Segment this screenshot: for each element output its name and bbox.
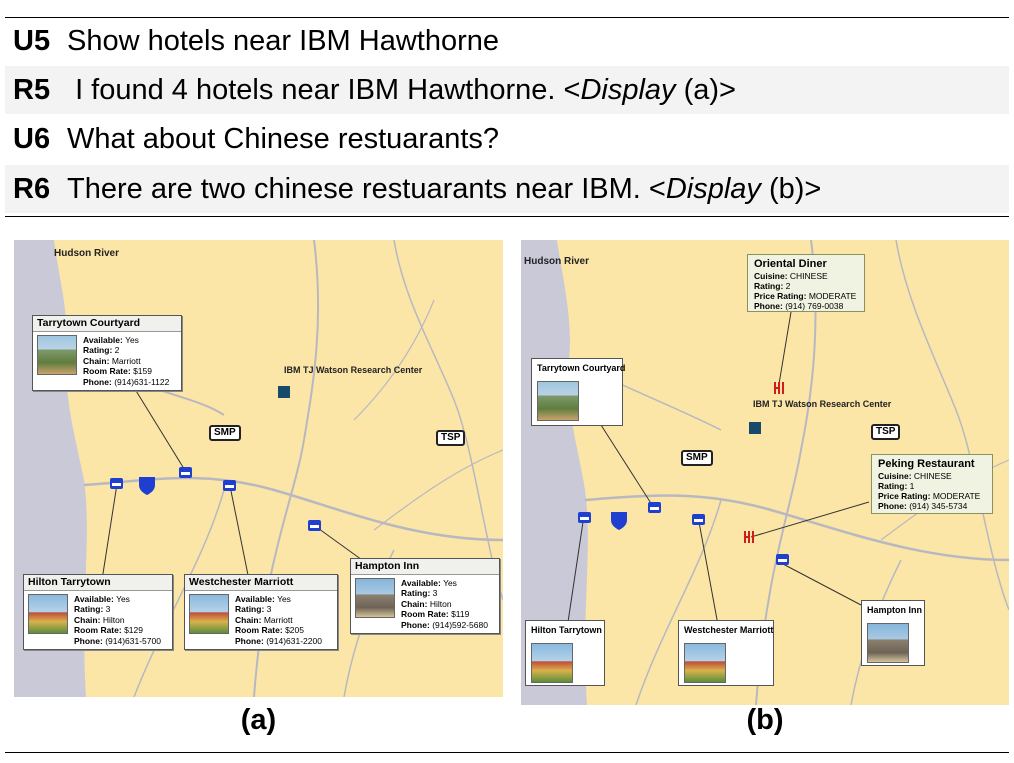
restaurant-name: Peking Restaurant bbox=[878, 458, 975, 470]
utterance-text: I found 4 hotels near IBM Hawthorne. <Di… bbox=[75, 73, 736, 106]
route-shield-tsp: TSP bbox=[871, 424, 901, 440]
ibm-center-label: IBM TJ Watson Research Center bbox=[753, 399, 892, 409]
restaurant-icon bbox=[774, 382, 784, 394]
map-panel-a[interactable]: Hudson River IBM TJ Watson Research Cent… bbox=[14, 240, 503, 697]
hotel-photo bbox=[867, 623, 909, 663]
hotel-callout[interactable]: Hampton Inn Available: Yes Rating: 3 Cha… bbox=[350, 558, 500, 634]
speaker-label: U6 bbox=[13, 122, 51, 155]
dialog-row-r5: R5 I found 4 hotels near IBM Hawthorne. … bbox=[5, 66, 1009, 114]
speaker-label: R5 bbox=[13, 73, 51, 106]
hotel-name: Hampton Inn bbox=[867, 605, 922, 615]
route-shield-smp: SMP bbox=[209, 425, 241, 441]
hotel-icon bbox=[692, 514, 705, 525]
hotel-photo bbox=[189, 593, 229, 634]
restaurant-callout[interactable]: Peking Restaurant Cuisine: CHINESE Ratin… bbox=[871, 454, 993, 514]
bottom-rule bbox=[5, 752, 1009, 753]
restaurant-name: Oriental Diner bbox=[754, 258, 827, 270]
hotel-icon bbox=[308, 520, 321, 531]
river-label: Hudson River bbox=[524, 256, 590, 267]
top-rule bbox=[5, 17, 1009, 18]
hotel-box[interactable]: Westchester Marriott bbox=[678, 620, 774, 686]
restaurant-callout[interactable]: Oriental Diner Cuisine: CHINESE Rating: … bbox=[747, 254, 865, 312]
hotel-box[interactable]: Tarrytown Courtyard bbox=[531, 358, 626, 426]
ibm-marker-icon bbox=[278, 386, 290, 398]
hotel-name: Tarrytown Courtyard bbox=[33, 316, 181, 332]
interstate-shield-icon bbox=[139, 477, 155, 495]
speaker-label: U5 bbox=[13, 24, 51, 57]
hotel-icon bbox=[110, 478, 123, 489]
dialog-row-r6: R6 There are two chinese restuarants nea… bbox=[5, 165, 1009, 213]
caption-a: (a) bbox=[240, 704, 277, 736]
hotel-icon bbox=[223, 480, 236, 491]
dialog-row-u6: U6 What about Chinese restuarants? bbox=[5, 115, 1009, 163]
hotel-name: Hampton Inn bbox=[351, 559, 499, 575]
speaker-label: R6 bbox=[13, 172, 51, 205]
hotel-callout[interactable]: Hilton Tarrytown Available: Yes Rating: … bbox=[23, 574, 173, 650]
hotel-icon bbox=[179, 467, 192, 478]
hotel-name: Westchester Marriott bbox=[185, 575, 337, 591]
hotel-name: Hilton Tarrytown bbox=[24, 575, 172, 591]
hotel-photo bbox=[28, 593, 68, 634]
route-shield-smp: SMP bbox=[681, 450, 713, 466]
interstate-shield-icon bbox=[611, 512, 627, 530]
river-label: Hudson River bbox=[54, 248, 120, 259]
hotel-name: Tarrytown Courtyard bbox=[537, 363, 626, 373]
hotel-name: Westchester Marriott bbox=[684, 625, 774, 635]
hotel-box[interactable]: Hilton Tarrytown bbox=[525, 620, 605, 686]
map-panel-b[interactable]: Hudson River IBM TJ Watson Research Cent… bbox=[521, 240, 1009, 705]
dialog-row-u5: U5 Show hotels near IBM Hawthorne bbox=[5, 17, 1009, 65]
utterance-text: There are two chinese restuarants near I… bbox=[67, 172, 822, 205]
ibm-center-label: IBM TJ Watson Research Center bbox=[284, 365, 423, 375]
hotel-photo bbox=[537, 381, 579, 421]
ibm-marker-icon bbox=[749, 422, 761, 434]
hotel-icon bbox=[776, 554, 789, 565]
hotel-photo bbox=[684, 643, 726, 683]
utterance-text: Show hotels near IBM Hawthorne bbox=[67, 24, 499, 57]
hotel-icon bbox=[648, 502, 661, 513]
caption-b: (b) bbox=[746, 704, 784, 736]
restaurant-icon bbox=[744, 531, 754, 543]
hotel-photo bbox=[531, 643, 573, 683]
route-shield-tsp: TSP bbox=[436, 430, 466, 446]
hotel-photo bbox=[37, 334, 77, 375]
hotel-callout[interactable]: Tarrytown Courtyard Available: Yes Ratin… bbox=[32, 315, 182, 391]
hotel-icon bbox=[578, 512, 591, 523]
hotel-box[interactable]: Hampton Inn bbox=[861, 600, 925, 666]
hotel-callout[interactable]: Westchester Marriott Available: Yes Rati… bbox=[184, 574, 338, 650]
hotel-name: Hilton Tarrytown bbox=[531, 625, 602, 635]
hotel-photo bbox=[355, 577, 395, 618]
dialog-bottom-rule bbox=[5, 216, 1009, 217]
utterance-text: What about Chinese restuarants? bbox=[67, 122, 500, 155]
